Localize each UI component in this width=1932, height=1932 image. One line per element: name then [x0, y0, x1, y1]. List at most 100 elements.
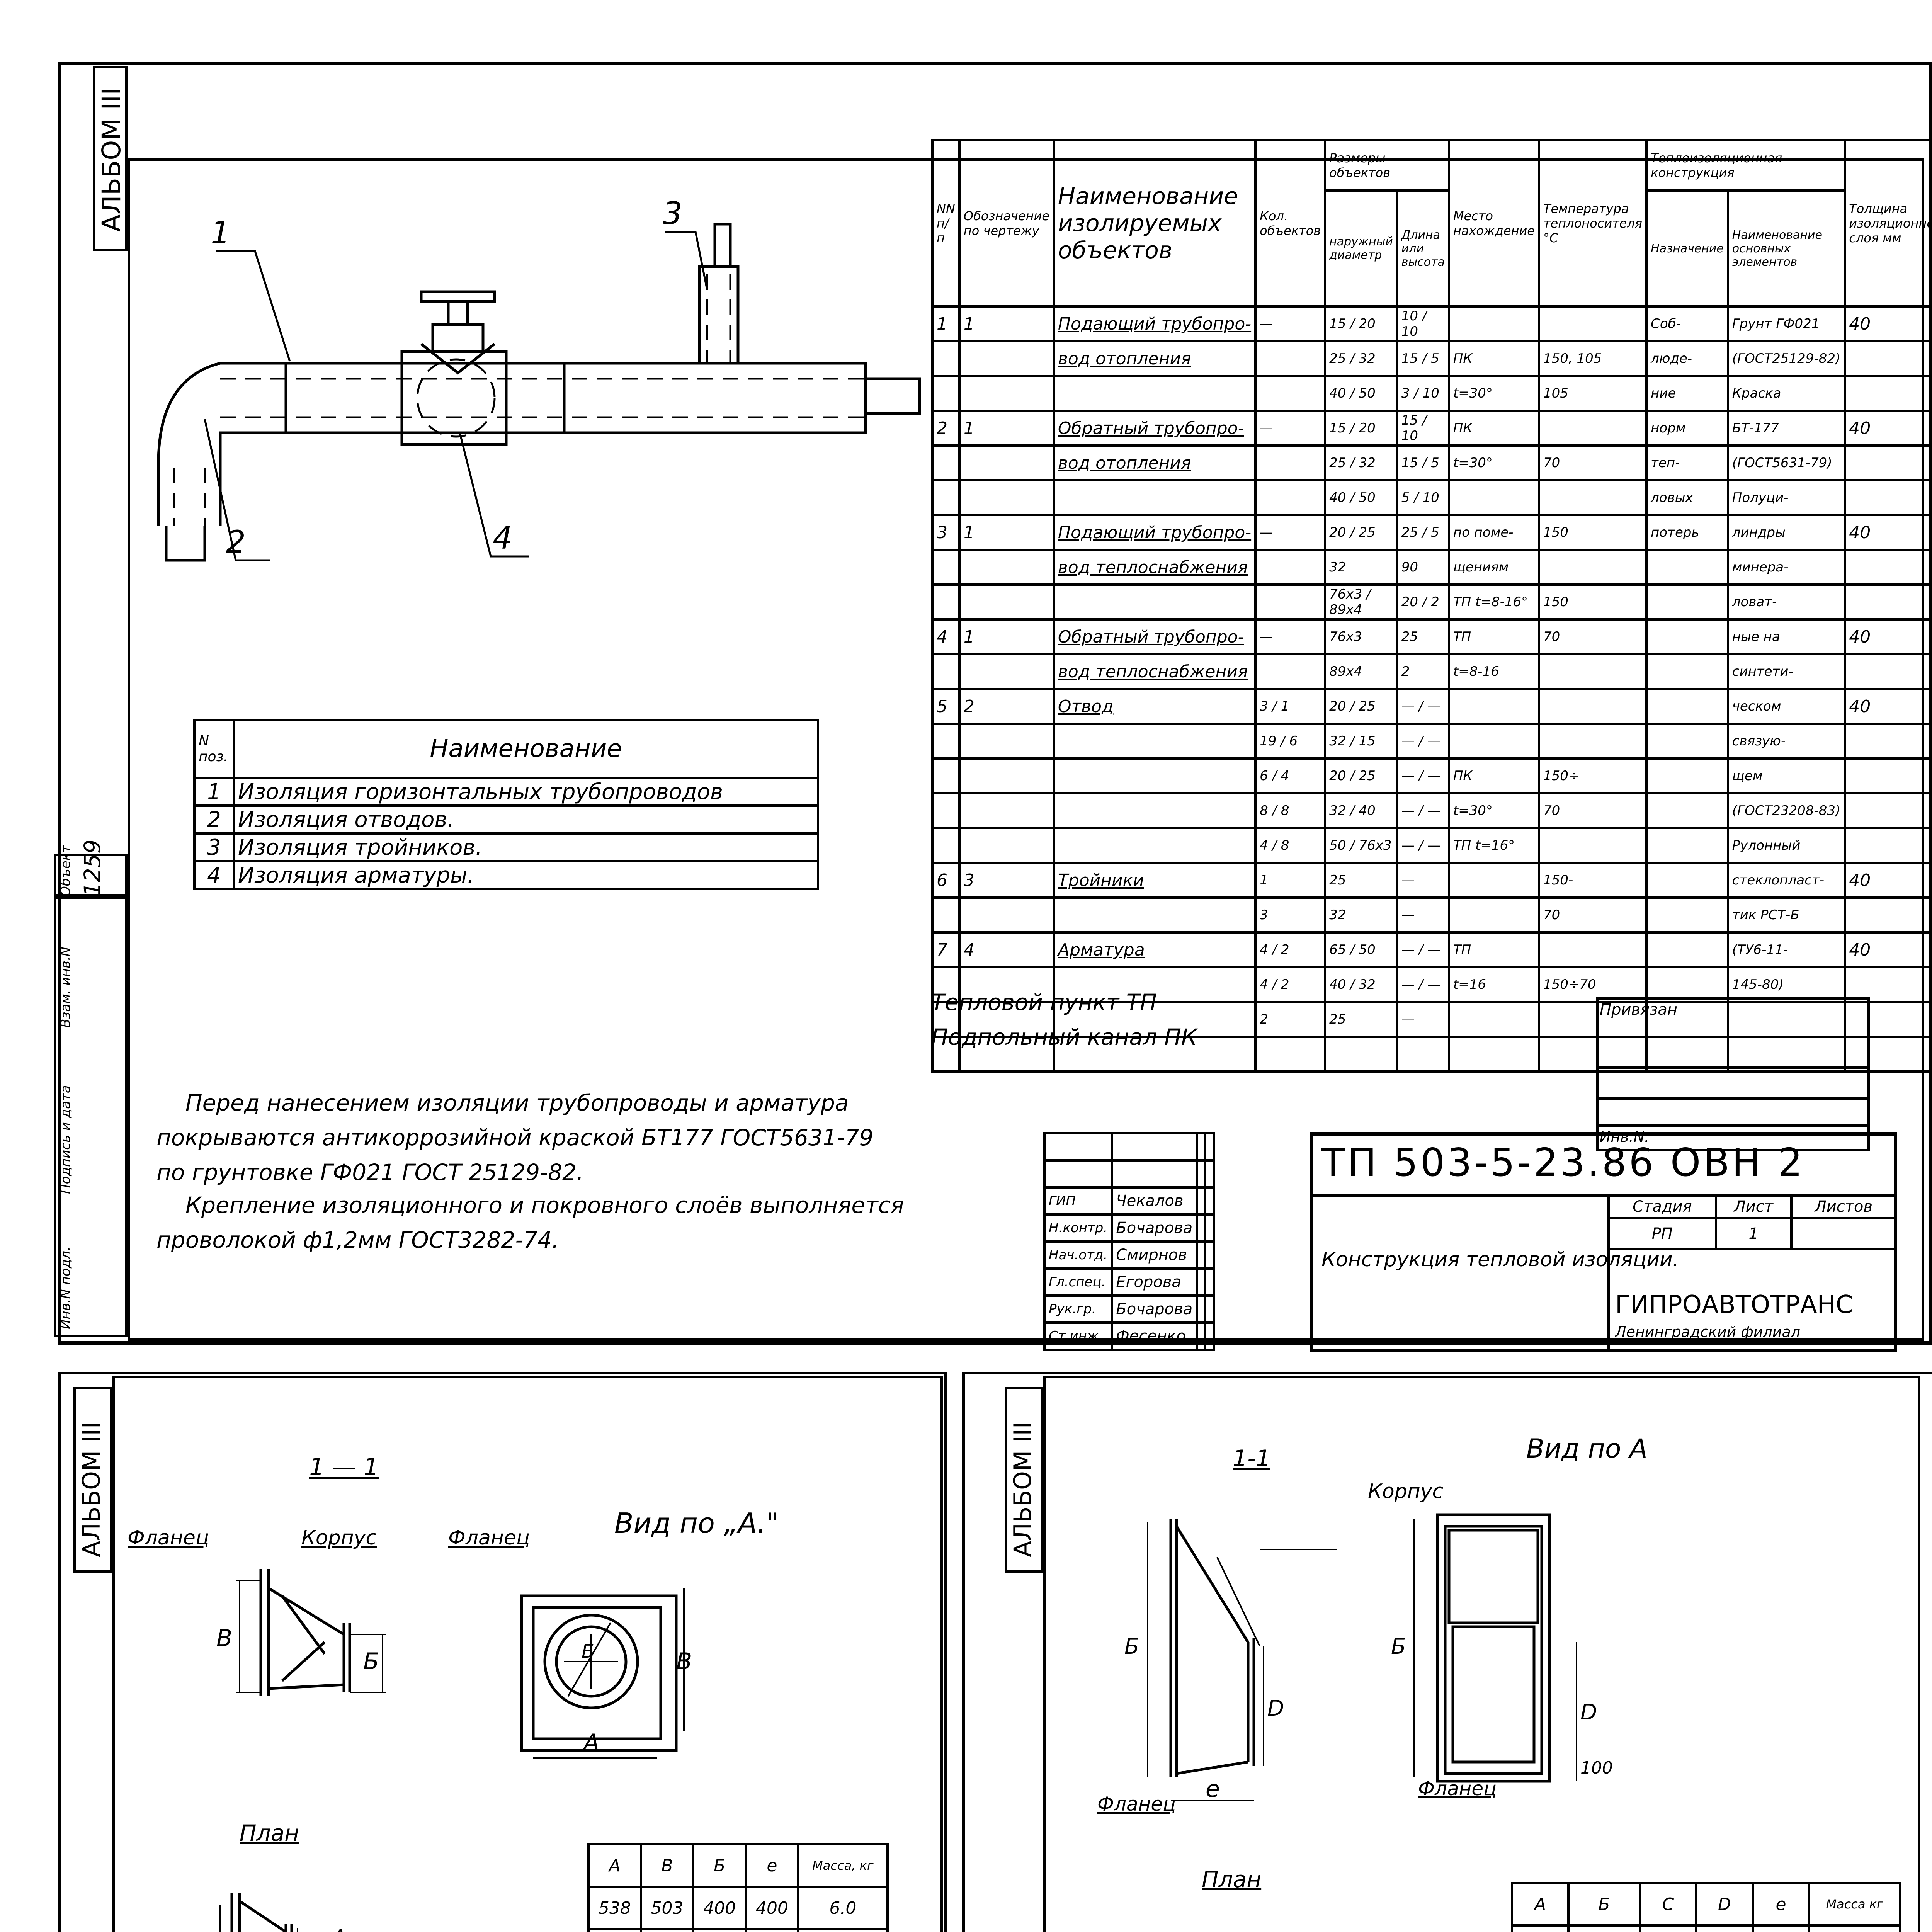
table-row: 600100091350350013.0	[1510, 1924, 1901, 1932]
svg-text:D: D	[1267, 1696, 1284, 1721]
object-box	[54, 854, 128, 896]
note-line-2: покрываются антикоррозийной краской БТ17…	[156, 1124, 874, 1151]
staff-name: Егорова	[1111, 1267, 1198, 1297]
view-title: Вид по „А."	[614, 1507, 779, 1539]
table-header: С	[1638, 1882, 1697, 1927]
hdr-sizes: Размеры объектов	[1324, 139, 1450, 192]
note-line-5: проволокой ф1,2мм ГОСТ3282-74.	[156, 1227, 559, 1253]
staff-name: Чекалов	[1111, 1186, 1198, 1216]
privyazan-box	[1596, 997, 1870, 1151]
object-label: Объект	[58, 845, 73, 896]
signature	[1196, 1186, 1207, 1216]
privyazan-label: Привязан	[1600, 1001, 1678, 1019]
side-stamp-vzam: Взам. инв.N	[58, 946, 73, 1028]
sheet-2-frame	[58, 1372, 947, 1932]
object-number: 1259	[79, 839, 105, 896]
hdr-num: NN п/п	[931, 139, 961, 308]
table-header: е	[1752, 1882, 1811, 1927]
table-header: Б	[692, 1843, 747, 1888]
sheets-value	[1790, 1217, 1898, 1250]
table-header: Б	[1567, 1882, 1641, 1927]
hdr-elements: Наименование основных элементов	[1726, 189, 1846, 308]
body-label-3: Корпус	[1368, 1480, 1444, 1503]
hdr-insulation: Теплоизоляционная конструкция	[1645, 139, 1846, 192]
drawing-code: ТП 503-5-23.86 ОВН 2	[1321, 1140, 1805, 1185]
transition-type2-plan: А С е А 1 1	[1074, 1893, 1499, 1932]
hdr-designation: Обозначение по чертежу	[958, 139, 1055, 308]
inv-label: Инв.N:	[1600, 1128, 1650, 1145]
table-header: А	[1510, 1882, 1570, 1927]
staff-role: Н.контр.	[1043, 1213, 1113, 1243]
transition-type1-section: В Б Б А В	[216, 1569, 692, 1759]
flange-label-left-3: Фланец	[1097, 1793, 1176, 1815]
legend-row: Изоляция тройников.	[233, 832, 819, 862]
legend-row: Изоляция арматуры.	[233, 860, 819, 890]
svg-text:А: А	[331, 1925, 346, 1932]
hdr-location: Место нахождение	[1447, 139, 1540, 308]
svg-text:Б: Б	[582, 1641, 594, 1662]
svg-text:е: е	[1206, 1776, 1220, 1803]
table-header: D	[1695, 1882, 1754, 1927]
flange-label-left: Фланец	[128, 1526, 209, 1549]
side-stamp-inv: Инв.N подл.	[58, 1247, 73, 1329]
table-header: Масса, кг	[797, 1843, 889, 1888]
transition-type2-section: Б D е Б D 100	[1124, 1513, 1613, 1803]
signature	[1196, 1294, 1207, 1324]
abbrev-note-pk: Подпольный канал ПК	[931, 1024, 1197, 1050]
abbrev-note-tp: Тепловой пункт ТП	[931, 989, 1157, 1015]
staff-name: Бочарова	[1111, 1294, 1198, 1324]
plan-title-3: План	[1202, 1866, 1262, 1893]
sheet-value: 1	[1714, 1217, 1793, 1250]
album-label-box	[93, 66, 128, 251]
svg-text:Б: Б	[1391, 1634, 1406, 1659]
side-stamp-sign: Подпись и дата	[58, 1085, 73, 1194]
drawing-description: Конструкция тепловой изоляции.	[1321, 1248, 1679, 1271]
svg-text:2: 2	[226, 524, 246, 560]
legend-header-name: Наименование	[233, 719, 819, 779]
legend-row: Изоляция отводов.	[233, 804, 819, 835]
hdr-qty: Кол. объектов	[1254, 139, 1327, 308]
hdr-thickness: Толщина изоляционного слоя мм	[1844, 139, 1932, 308]
org-name: ГИПРОАВТОТРАНС	[1615, 1291, 1853, 1319]
signature	[1196, 1213, 1207, 1243]
svg-text:Б: Б	[363, 1648, 379, 1675]
table-header: А	[587, 1843, 642, 1888]
plan-title: План	[240, 1820, 299, 1846]
legend-header-num: N поз.	[193, 719, 235, 779]
pipe-insulation-diagram: 1 2 3 4	[157, 196, 921, 562]
sheet-3-inner-frame	[1043, 1376, 1920, 1932]
view-title-3: Вид по А	[1526, 1434, 1648, 1464]
note-line-1: Перед нанесением изоляции трубопроводы и…	[185, 1090, 849, 1116]
album-label-box-2	[73, 1387, 112, 1573]
staff-role: Рук.гр.	[1043, 1294, 1113, 1324]
svg-text:3: 3	[663, 196, 682, 231]
section-title: 1 — 1	[309, 1453, 379, 1481]
table-header: е	[745, 1843, 799, 1888]
section-title-3: 1-1	[1233, 1445, 1270, 1472]
table-header: В	[639, 1843, 695, 1888]
staff-role: Ст.инж.	[1043, 1321, 1113, 1351]
svg-text:1: 1	[211, 215, 230, 251]
staff-role: ГИП	[1043, 1186, 1113, 1216]
hdr-name: Наименование изолируемых объектов	[1052, 139, 1257, 308]
